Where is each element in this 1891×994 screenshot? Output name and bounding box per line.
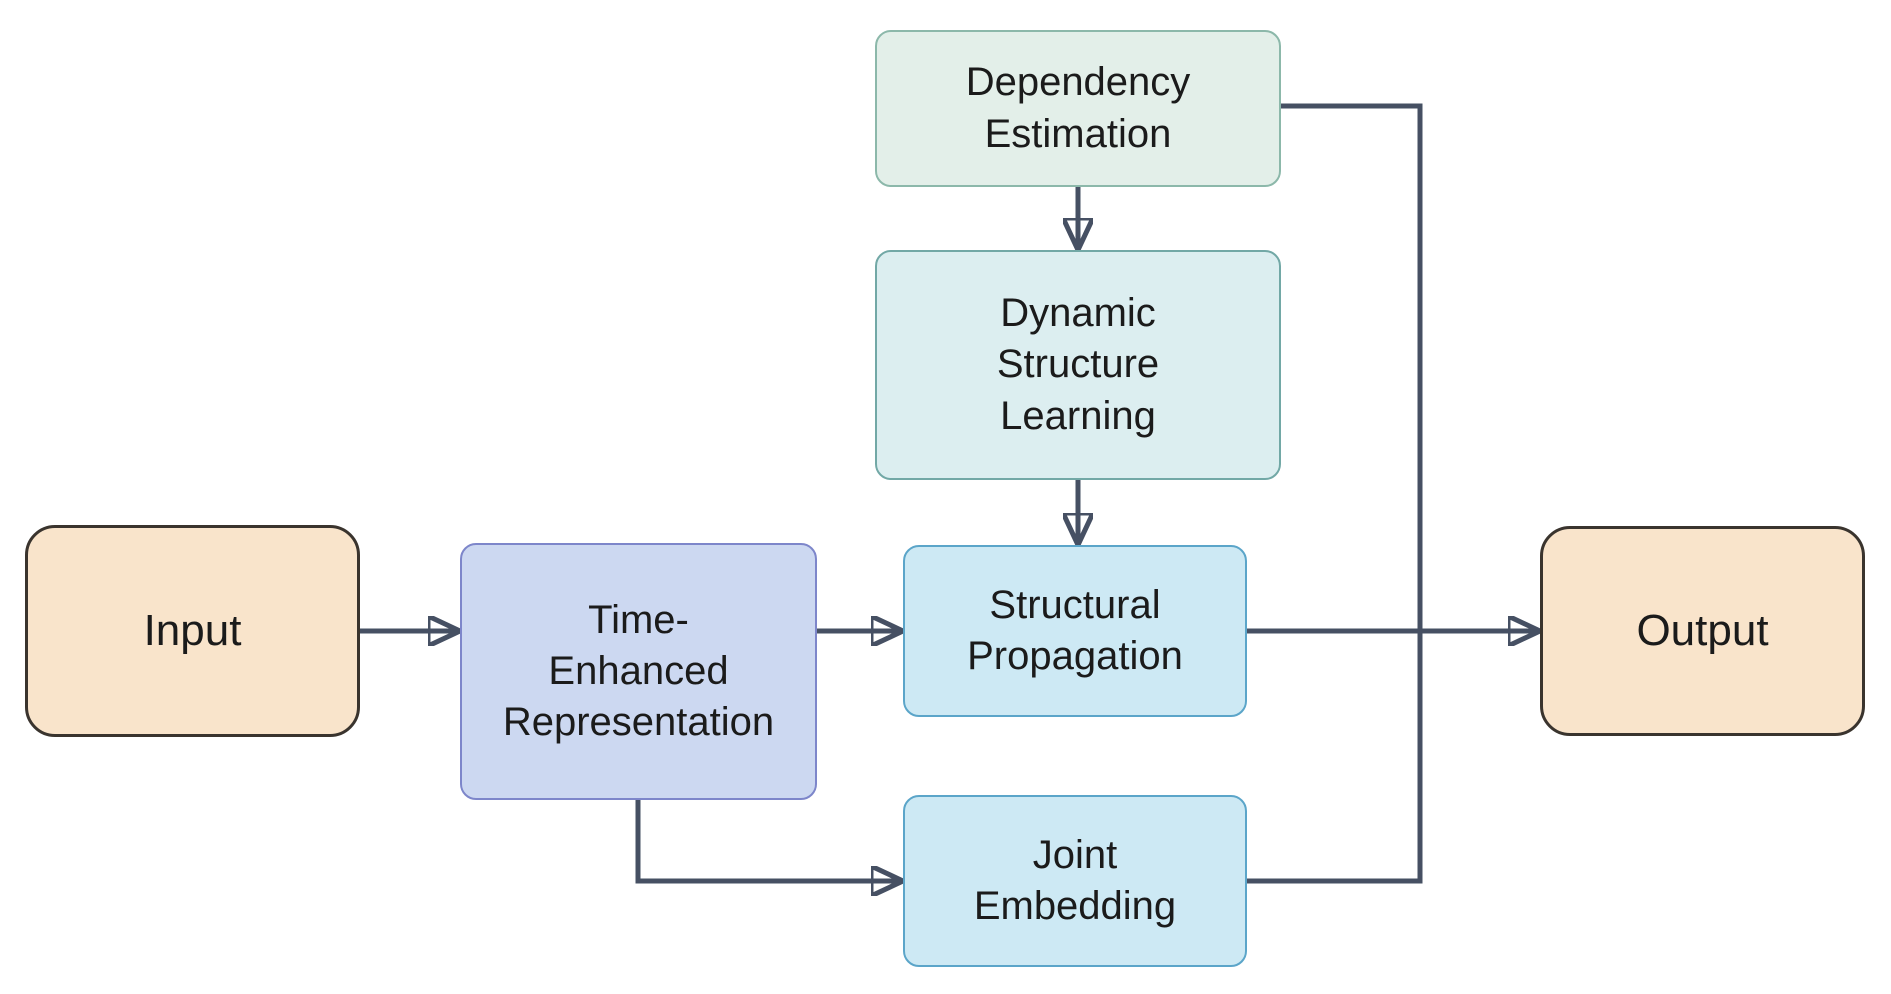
node-input: Input [25,525,360,737]
node-joint-embedding-label: Joint Embedding [973,832,1177,928]
edge-trunk-dependency-and-joint-to-output [1247,103,1423,884]
node-structural-propagation: Structural Propagation [903,545,1247,717]
node-time-enhanced-representation: Time- Enhanced Representation [460,543,817,800]
node-structural-propagation-label: Structural Propagation [967,582,1183,678]
node-dependency-estimation-label: Dependency Estimation [965,60,1191,156]
node-time-enhanced-representation-label: Time- Enhanced Representation [502,597,775,745]
node-dynamic-structure-learning-label: Dynamic Structure Learning [996,291,1160,438]
node-output-label: Output [1636,605,1769,655]
node-joint-embedding: Joint Embedding [903,795,1247,967]
edge-time-enhanced-to-joint-embedding [635,800,899,881]
node-input-label: Input [143,605,242,655]
node-dynamic-structure-learning: Dynamic Structure Learning [875,250,1281,480]
node-output: Output [1540,526,1865,736]
node-dependency-estimation: Dependency Estimation [875,30,1281,187]
